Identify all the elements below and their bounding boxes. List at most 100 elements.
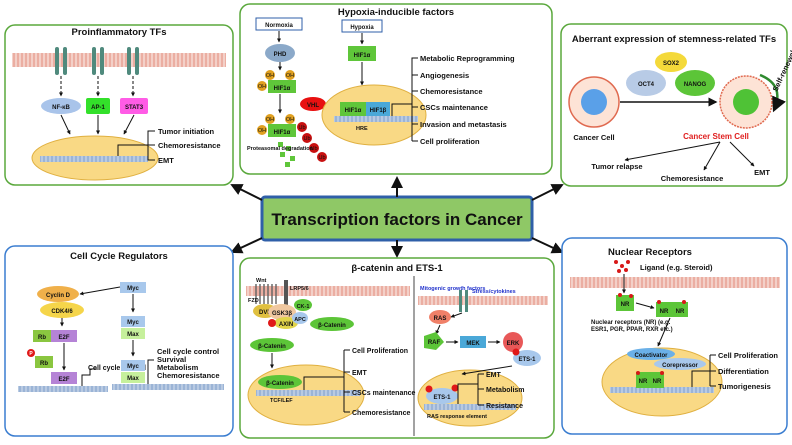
ras-node: [429, 310, 451, 324]
svg-text:TCF/LEF: TCF/LEF: [270, 398, 293, 404]
svg-text:HIF1β: HIF1β: [370, 108, 387, 114]
raf-node: [424, 332, 444, 350]
svg-text:HIF1α: HIF1α: [345, 108, 362, 114]
nr-dimer-a: [656, 302, 672, 317]
cancer-cell-label: Cancer Cell: [573, 133, 614, 142]
membrane-right: [418, 296, 548, 305]
nr-desc-1: Nuclear receptors (NR) (e.g.: [591, 320, 671, 326]
svg-text:Ub: Ub: [303, 136, 310, 142]
bcat-node-2: [250, 338, 294, 352]
panel-stemness: Aberrant expression of stemness-related …: [560, 23, 792, 187]
svg-text:NR: NR: [621, 302, 630, 308]
hypoxia-branches: [411, 57, 418, 142]
phd-node: [265, 44, 295, 62]
wnt-branches: [303, 349, 350, 413]
fzd-receptor: [255, 284, 277, 304]
hif1a-node-1: [268, 80, 296, 93]
self-renewal-arrow: [759, 73, 786, 113]
stat3-node: [120, 98, 148, 114]
svg-text:Max: Max: [127, 332, 139, 338]
cyclin-node: [37, 286, 79, 302]
nfkb-label: NF-κB: [52, 105, 70, 111]
svg-text:Wnt: Wnt: [256, 278, 267, 284]
pro-outcome-1: Tumor initiation: [158, 127, 215, 136]
normoxia-box: [255, 17, 303, 31]
oh-group-2: OH OH OH: [257, 114, 295, 135]
proinflammatory-title: Proinflammatory TFs: [71, 27, 166, 38]
svg-text:OH: OH: [258, 84, 266, 90]
myc-node-2: [121, 316, 145, 327]
svg-text:β-Catenin: β-Catenin: [258, 344, 286, 350]
ligand-dots: [614, 260, 630, 273]
nr-branches: [691, 354, 716, 387]
apc-node: [292, 312, 308, 324]
wnt-outcome-4: Chemoresistance: [352, 410, 410, 417]
rb-node-free: [35, 356, 53, 368]
svg-text:AXIN: AXIN: [279, 322, 293, 328]
svg-text:OCT4: OCT4: [638, 82, 655, 88]
svg-text:NR: NR: [660, 309, 669, 315]
max-node-2: [121, 372, 145, 383]
svg-text:P: P: [29, 351, 33, 357]
svg-text:NR: NR: [676, 309, 685, 315]
svg-text:Myc: Myc: [127, 286, 139, 292]
nr-dimer-b: [672, 302, 688, 317]
myc-outcome-4: Chemoresistance: [157, 371, 220, 380]
stress-label: Stress/cytokines: [472, 289, 516, 295]
myc-node-3: [121, 360, 145, 371]
hyp-outcome-3: Chemoresistance: [420, 87, 483, 96]
dna: [40, 156, 148, 162]
wnt-dna: [256, 390, 360, 396]
axin-node: [274, 317, 298, 329]
center-title-box: Transcription factors in Cancer: [260, 195, 534, 242]
panel-cell-cycle: Cell Cycle Regulators Cyclin D CDK4/6 Rb…: [4, 245, 234, 437]
oh-group-1: OH OH OH: [257, 70, 295, 91]
svg-text:MEK: MEK: [466, 341, 480, 347]
sox2-node: [655, 52, 687, 72]
stem-outcome-3: EMT: [754, 168, 770, 177]
svg-text:APC: APC: [294, 317, 306, 323]
ap1-node: [86, 98, 110, 114]
pro-outcome-2: Chemoresistance: [158, 141, 221, 150]
mek-node: [460, 336, 486, 348]
stem-outcome-1: Tumor relapse: [591, 162, 642, 171]
svg-text:HIF1α: HIF1α: [354, 53, 371, 59]
svg-text:CDK4/6: CDK4/6: [51, 309, 73, 315]
nr-outcome-3: Tumorigenesis: [718, 382, 771, 391]
ap1-label: AP-1: [91, 105, 105, 111]
hyp-outcome-1: Metabolic Reprogramming: [420, 54, 515, 63]
hyp-outcome-2: Angiogenesis: [420, 71, 469, 80]
bcat-node-cyto: [310, 317, 354, 331]
ets-outcome-1: EMT: [486, 372, 502, 379]
e2f-node: [51, 330, 77, 342]
hif1b-nuclear: [366, 102, 390, 116]
ets-nucleus: [417, 369, 523, 427]
svg-text:DVL: DVL: [259, 310, 271, 316]
e2f-node-bound: [51, 372, 77, 384]
cc-dna-1: [18, 386, 108, 392]
svg-text:Rb: Rb: [38, 335, 46, 341]
myc-outcome-1: Cell cycle control: [157, 347, 219, 356]
hif1a-hypoxia-node: [348, 46, 376, 61]
svg-text:RAS: RAS: [434, 316, 447, 322]
normoxia-label: Normoxia: [265, 23, 293, 29]
svg-text:E2F: E2F: [58, 335, 69, 341]
cancer-cell: [568, 76, 620, 128]
svg-text:β-Catenin: β-Catenin: [266, 381, 294, 387]
nr-outcome-2: Differentiation: [718, 367, 769, 376]
stem-outcome-2: Chemoresistance: [661, 174, 724, 183]
svg-text:Ub: Ub: [298, 125, 305, 131]
max-node-1: [121, 328, 145, 339]
panel-proinflammatory: Proinflammatory TFs NF-κB AP-1 STAT3 Tum…: [4, 24, 234, 186]
svg-text:Max: Max: [127, 376, 139, 382]
pro-outcome-3: EMT: [158, 156, 174, 165]
svg-text:RAS response element: RAS response element: [427, 414, 487, 420]
ubiquitin-group: Ub Ub Ub Ub: [297, 122, 327, 162]
svg-text:Cyclin D: Cyclin D: [46, 293, 71, 299]
myc-outcome-2: Survival: [157, 355, 186, 364]
center-title: Transcription factors in Cancer: [271, 210, 523, 229]
svg-text:NR: NR: [653, 379, 662, 385]
ets-outcome-3: Resistance: [486, 403, 523, 410]
svg-text:Myc: Myc: [127, 364, 139, 370]
